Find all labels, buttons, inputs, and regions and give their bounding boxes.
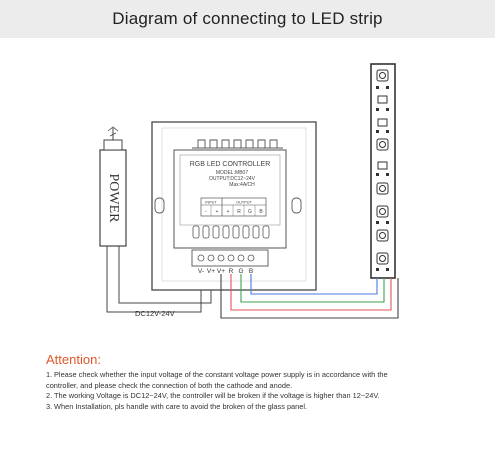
terminal-label: V+ <box>207 268 215 275</box>
controller-panel <box>151 121 317 291</box>
terminal-label: B <box>249 268 253 275</box>
page-title: Diagram of connecting to LED strip <box>112 9 383 28</box>
terminal-label-box <box>200 197 267 217</box>
terminal-row-label: G <box>248 209 252 215</box>
attention-heading: Attention: <box>46 352 101 367</box>
controller-max-current: Max:4A/CH <box>229 182 255 188</box>
wire-red <box>230 274 392 311</box>
terminal-row-label: R <box>237 209 241 215</box>
connector-pins <box>192 225 270 239</box>
attention-note-1-cont: controller, and please check the connect… <box>46 380 293 390</box>
title-bar: Diagram of connecting to LED strip <box>0 0 495 38</box>
terminal-row-label: + <box>216 209 219 215</box>
wiring-diagram: POWER DC12V-24V RGB LED CONTROLLER MODEL… <box>99 63 399 319</box>
output-wires <box>220 274 399 319</box>
controller-output-spec: OUTPUT:DC12~24V <box>209 176 256 182</box>
terminal-row-label: B <box>259 209 263 215</box>
attention-note-1: 1.Please check whether the input voltage… <box>46 370 476 381</box>
controller-name: RGB LED CONTROLLER <box>190 161 271 168</box>
terminal-label: V+ <box>217 268 225 275</box>
power-supply: POWER <box>99 126 127 247</box>
power-spec-label: DC12V-24V <box>135 309 175 318</box>
led-strip <box>370 63 396 279</box>
terminal-row-label: + <box>227 209 230 215</box>
attention-section: Attention: 1.Please check whether the in… <box>46 352 476 412</box>
wire-blue <box>250 274 378 295</box>
terminal-row-label: - <box>205 209 207 215</box>
attention-note-3: 3.When Installation, pls handle with car… <box>46 402 476 413</box>
wire-v-plus <box>220 274 399 319</box>
note-text: Please check whether the input voltage o… <box>54 370 388 379</box>
terminal-block <box>191 249 269 267</box>
note-number: 3. <box>46 401 53 411</box>
terminal-label: R <box>229 268 234 275</box>
wire-green <box>240 274 385 303</box>
attention-note-2: 2.The working Voltage is DC12~24V, the c… <box>46 391 476 402</box>
controller-model: MODEL:MB07 <box>216 170 248 176</box>
output-label: OUTPUT <box>236 201 252 205</box>
note-text: When Installation, pls handle with care … <box>54 401 308 411</box>
power-label: POWER <box>106 174 121 224</box>
input-label: INPUT <box>205 201 217 205</box>
terminal-label: V- <box>198 268 204 275</box>
terminal-label: G <box>238 268 243 275</box>
note-number: 1. <box>46 370 53 379</box>
note-number: 2. <box>46 391 53 401</box>
note-text: The working Voltage is DC12~24V, the con… <box>54 391 380 401</box>
